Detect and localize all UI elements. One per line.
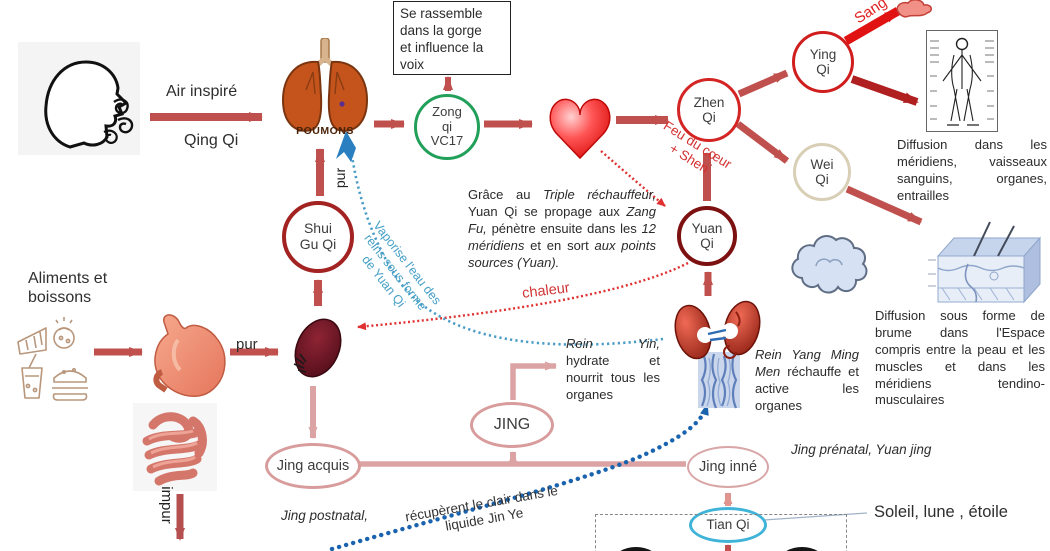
lung-point-vc17-dot [339,101,345,107]
lungs-caption: POUMONS [296,125,354,137]
rein-yin-italic: Rein Yin, [566,336,660,351]
yuan-para-seg-italic: Zang Fu, [468,203,656,236]
rein-yin-paragraph: Rein Yin, hydrate et nourrit tous les or… [566,336,660,404]
rein-yang-italic: Rein Yang Ming Men [755,347,859,379]
rein-yang-rest: réchauffe et active les organes [755,363,859,413]
meridian-figure-illustration [926,30,998,132]
jar-icon [53,327,75,349]
rein-yang-paragraph: Rein Yang Ming Men réchauffe et active l… [755,347,859,415]
yuan-qi-paragraph: Grâce au Triple réchauffeur, Yuan Qi se … [468,187,656,271]
arrow-yuanqi-to-spleen-chaleur [357,261,689,331]
intestines-illustration [133,403,217,491]
node-zong-qi: Zong qi VC17 [414,94,480,160]
label-air-inspire: Air inspiré [166,83,238,100]
rein-yin-rest: hydrate et nourrit tous les organes [566,352,660,402]
diffusion-brume-paragraph: Diffusion sous forme de brume dans l'Esp… [875,308,1045,408]
skin-diagram-illustration [928,218,1046,310]
node-yuan-qi: Yuan Qi [677,206,737,266]
kidneys-illustration [672,294,764,414]
arrow-yingqi-to-meridian-figure [850,75,919,106]
spleen-illustration [286,310,348,386]
yuan-para-seg: pénètre ensuite dans les [486,220,642,236]
label-pur-lungs: pur [331,167,348,189]
lungs-illustration [278,38,372,138]
arrow-yingqi-to-sang [843,7,901,45]
yuan-para-seg: Yuan Qi se propage aux [468,203,627,219]
vaporise-arrowhead [336,131,356,162]
throat-note-box: Se rassemble dans la gorge et influence … [393,1,511,75]
label-aliments: Aliments et boissons [28,270,108,307]
diffusion-meridiens-paragraph: Diffusion dans les méridiens, vaisseaux … [897,137,1047,203]
label-qing-qi: Qing Qi [184,132,239,149]
node-jing-acquis: Jing acquis [265,443,361,489]
arrow-zhenqi-to-yingqi [737,69,789,98]
food-icons [12,312,104,406]
label-pur-stomach: pur [236,336,258,353]
cloud-illustration [786,232,868,296]
arrow-recuperent-to-kidneys [329,402,710,551]
arrow-zhenqi-to-weiqi [735,121,790,164]
heart-illustration [543,92,617,166]
label-jing-postnatal: Jing postnatal, [281,508,369,523]
node-zhen-qi: Zhen Qi [677,78,741,142]
main-flow-arrows [94,69,923,551]
stomach-illustration [148,306,230,410]
node-jing: JING [470,402,554,448]
dotted-red-arrows [357,150,689,331]
label-impur: impur [158,486,175,524]
yuan-para-seg: Grâce au [468,187,544,202]
arrow-weiqi-to-skin [845,185,923,226]
arrow-jing-to-rein-yin [510,361,557,400]
node-tian-qi: Tian Qi [689,507,767,543]
arrow-heart-to-yuanqi-feu [600,150,666,207]
node-ying-qi: Ying Qi [792,31,854,93]
jing-arrows [308,361,686,467]
yuan-para-seg-italic: Triple réchauffeur, [543,187,656,202]
node-jing-inne: Jing inné [687,446,769,488]
tianqi-dashed-box [595,514,847,551]
yuan-para-seg: et en sort [524,237,595,253]
yuan-para-seg-italic: 12 méridiens [468,220,656,253]
node-shui-gu-qi: Shui Gu Qi [282,201,354,273]
face-blowing-icon [18,42,140,155]
label-jing-prenatal: Jing prénatal, Yuan jing [791,442,932,457]
burger-icon [52,370,88,401]
cake-slice-icon [17,327,47,355]
node-wei-qi: Wei Qi [793,143,851,201]
yuan-para-seg-italic: aux points sources (Yuan). [468,237,656,270]
label-soleil-lune-etoile: Soleil, lune , étoile [874,503,1008,521]
blood-blob-illustration [893,0,935,18]
cup-straw-icon [21,353,43,399]
